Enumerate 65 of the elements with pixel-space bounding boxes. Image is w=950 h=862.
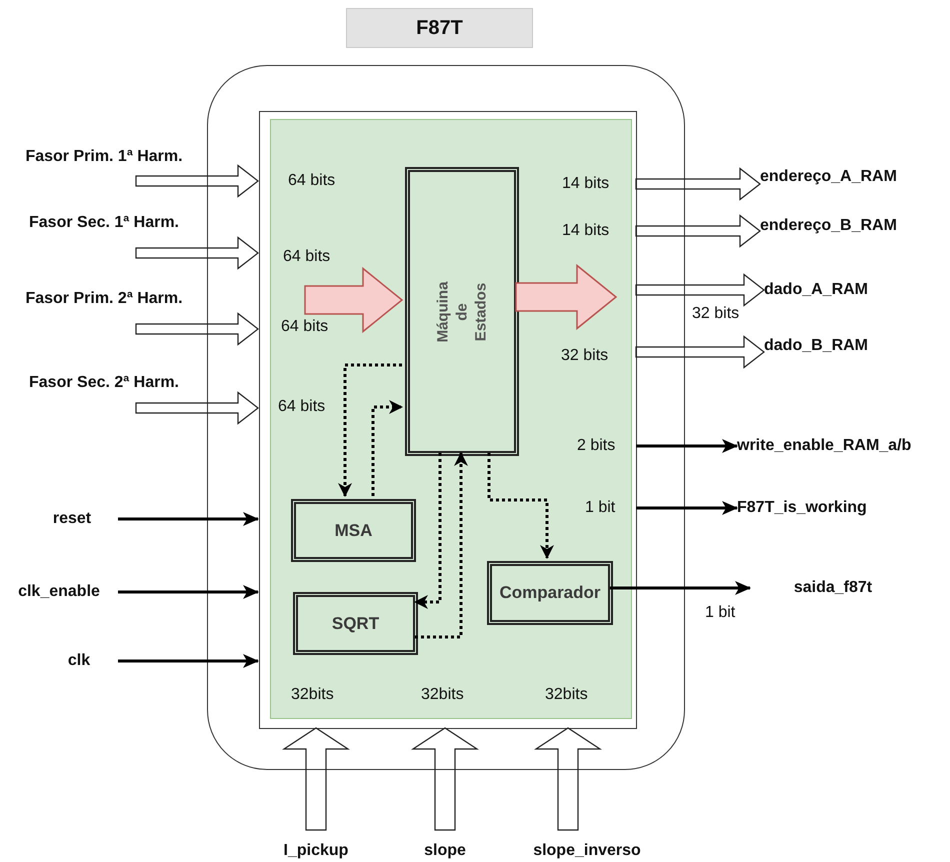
process-block	[293, 592, 418, 655]
data-flow-arrow	[515, 264, 618, 330]
bus-arrow	[635, 167, 761, 201]
bus-arrow	[282, 727, 350, 831]
rounded-enclosure	[207, 65, 685, 770]
bit-width-label: 64 bits	[278, 397, 326, 417]
bus-arrow	[135, 312, 259, 346]
dotted-arrow	[338, 364, 402, 497]
block-label: MSA	[334, 520, 372, 540]
signal-arrow	[636, 501, 738, 515]
state-machine-block	[405, 167, 519, 456]
bus-arrow	[135, 236, 259, 270]
block-label: SQRT	[332, 614, 380, 634]
signal-arrow	[118, 654, 259, 668]
bus-arrow	[635, 214, 761, 248]
signal-name: write_enable_RAM_a/b	[737, 434, 947, 458]
data-flow-arrow	[304, 266, 404, 334]
bit-width-label: 14 bits	[562, 174, 610, 194]
bit-width-label: 14 bits	[562, 221, 610, 241]
bit-width-label: 64 bits	[288, 171, 336, 191]
signal-name: Fasor Sec. 2ª Harm.	[6, 372, 202, 408]
signal-name: endereço_B_RAM	[760, 214, 946, 238]
bit-width-label: 32bits	[421, 685, 464, 705]
bit-width-label: 64 bits	[281, 317, 328, 337]
signal-name: slope_inverso	[520, 830, 654, 862]
bit-width-label: 1 bit	[585, 498, 616, 518]
title: F87T	[346, 8, 533, 48]
dotted-arrow	[414, 453, 442, 609]
bit-width-label: 2 bits	[577, 436, 616, 456]
bus-arrow	[135, 391, 259, 425]
bit-width-label: 64 bits	[283, 247, 330, 267]
dotted-arrow	[488, 453, 554, 559]
signal-name: Fasor Sec. 1ª Harm.	[6, 212, 202, 253]
dotted-arrow	[415, 452, 468, 638]
bus-arrow	[534, 727, 602, 831]
signal-name: slope	[405, 830, 485, 862]
bit-width-label: 32bits	[545, 685, 588, 705]
block-label: Comparador	[499, 583, 601, 603]
signal-arrow	[610, 581, 751, 595]
signal-name: reset	[26, 507, 118, 531]
process-block	[487, 561, 613, 625]
signal-name: clk_enable	[0, 580, 118, 604]
process-block	[291, 499, 416, 562]
bus-arrow	[135, 164, 259, 198]
bit-width-label: 1 bit	[705, 603, 736, 623]
signal-arrow	[118, 512, 259, 526]
signal-name: Fasor Prim. 1ª Harm.	[6, 146, 202, 181]
bit-width-label: 32bits	[291, 685, 334, 705]
signal-name: clk	[40, 649, 118, 673]
dotted-arrow	[372, 400, 403, 496]
signal-name: saida_f87t	[750, 576, 916, 600]
bus-arrow	[635, 335, 765, 369]
bus-arrow	[411, 727, 479, 831]
bit-width-label: 32 bits	[561, 346, 608, 366]
signal-arrow	[118, 585, 259, 599]
signal-arrow	[636, 439, 738, 453]
signal-name: F87T_is_working	[737, 496, 907, 520]
bit-width-label: 32 bits	[692, 304, 740, 324]
block-label: Máquina de Estados	[434, 280, 490, 344]
signal-name: Fasor Prim. 2ª Harm.	[6, 288, 202, 329]
signal-name: dado_A_RAM	[764, 278, 914, 302]
signal-name: I_pickup	[266, 830, 366, 862]
signal-name: dado_B_RAM	[764, 334, 914, 358]
signal-name: endereço_A_RAM	[760, 165, 946, 189]
bus-arrow	[635, 273, 765, 307]
